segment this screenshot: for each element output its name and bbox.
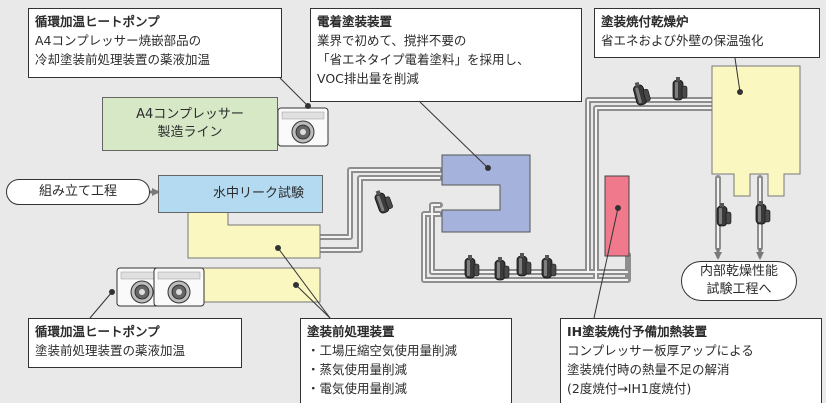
a4-compressor-line-box: A4コンプレッサー 製造ライン xyxy=(102,97,278,151)
electrodeposition-unit xyxy=(441,154,531,233)
compressor-icon xyxy=(541,254,557,279)
callout-line: コンプレッサー板厚アップによる xyxy=(567,343,754,358)
callout-line: 省エネおよび外壁の保温強化 xyxy=(601,33,764,48)
callout-pretreatment: 塗装前処理装置 ・工場圧縮空気使用量削減 ・蒸気使用量削減 ・電気使用量削減 xyxy=(300,318,512,403)
callout-title: 電着塗装装置 xyxy=(317,14,393,29)
ih-preheater-unit xyxy=(604,175,630,257)
callout-line: A4コンプレッサー焼嵌部品の xyxy=(35,33,202,48)
callout-line: ・蒸気使用量削減 xyxy=(307,362,408,377)
callout-heatpump-bottom: 循環加温ヒートポンプ 塗装前処理装置の薬液加温 xyxy=(28,318,242,368)
callout-line: 業界で初めて、撹拌不要の xyxy=(317,33,467,48)
compressor-icon xyxy=(716,202,732,227)
baking-furnace-unit xyxy=(711,65,801,197)
callout-title: IH塗装焼付予備加熱装置 xyxy=(567,324,708,339)
compressor-icon xyxy=(494,256,510,281)
leak-test-label: 水中リーク試験 xyxy=(212,186,304,201)
callout-ih-preheater: IH塗装焼付予備加熱装置 コンプレッサー板厚アップによる 塗装焼付時の熱量不足の… xyxy=(560,318,822,403)
compressor-icon xyxy=(516,252,532,277)
callout-line: ・工場圧縮空気使用量削減 xyxy=(307,343,458,358)
leader-lines xyxy=(89,57,743,319)
compressor-icon xyxy=(464,254,480,279)
callout-heatpump-top: 循環加温ヒートポンプ A4コンプレッサー焼嵌部品の 冷却塗装前処理装置の薬液加温 xyxy=(28,8,282,78)
a4-line-label-2: 製造ライン xyxy=(157,125,223,140)
compressor-icon xyxy=(755,200,771,225)
callout-line: 「省エネタイプ電着塗料」を採用し、 xyxy=(317,52,530,67)
callout-line: 冷却塗装前処理装置の薬液加温 xyxy=(35,52,211,67)
a4-line-label-1: A4コンプレッサー xyxy=(136,107,244,122)
callout-title: 循環加温ヒートポンプ xyxy=(35,14,160,29)
callout-title: 循環加温ヒートポンプ xyxy=(35,324,160,339)
compressor-icon xyxy=(672,76,688,101)
internal-test-pill: 内部乾燥性能 試験工程へ xyxy=(681,261,797,301)
flow-pipes xyxy=(317,97,763,283)
callout-line: ・電気使用量削減 xyxy=(307,381,408,396)
callout-line: (2度焼付→IH1度焼付) xyxy=(567,381,692,396)
callout-line: 塗装焼付時の熱量不足の解消 xyxy=(567,362,730,377)
leak-test-box: 水中リーク試験 xyxy=(158,175,323,213)
pretreatment-tank-1 xyxy=(187,209,321,259)
heat-pump-unit-icon xyxy=(277,107,329,147)
internal-test-label-1: 内部乾燥性能 xyxy=(699,264,778,279)
assembly-process-pill: 組み立て工程 xyxy=(6,179,150,205)
compressor-icon xyxy=(372,187,395,215)
callout-line: 塗装前処理装置の薬液加温 xyxy=(35,343,186,358)
callout-baking-furnace: 塗装焼付乾燥炉 省エネおよび外壁の保温強化 xyxy=(594,8,820,58)
internal-test-label-2: 試験工程へ xyxy=(706,282,772,297)
assembly-process-label: 組み立て工程 xyxy=(38,184,117,199)
callout-title: 塗装前処理装置 xyxy=(307,324,395,339)
callout-electrodeposition: 電着塗装装置 業界で初めて、撹拌不要の 「省エネタイプ電着塗料」を採用し、 VO… xyxy=(310,8,582,102)
callout-title: 塗装焼付乾燥炉 xyxy=(601,14,689,29)
callout-line: VOC排出量を削減 xyxy=(317,71,419,86)
pretreatment-tank-2 xyxy=(187,267,321,303)
heat-pump-unit-icon xyxy=(153,267,205,307)
